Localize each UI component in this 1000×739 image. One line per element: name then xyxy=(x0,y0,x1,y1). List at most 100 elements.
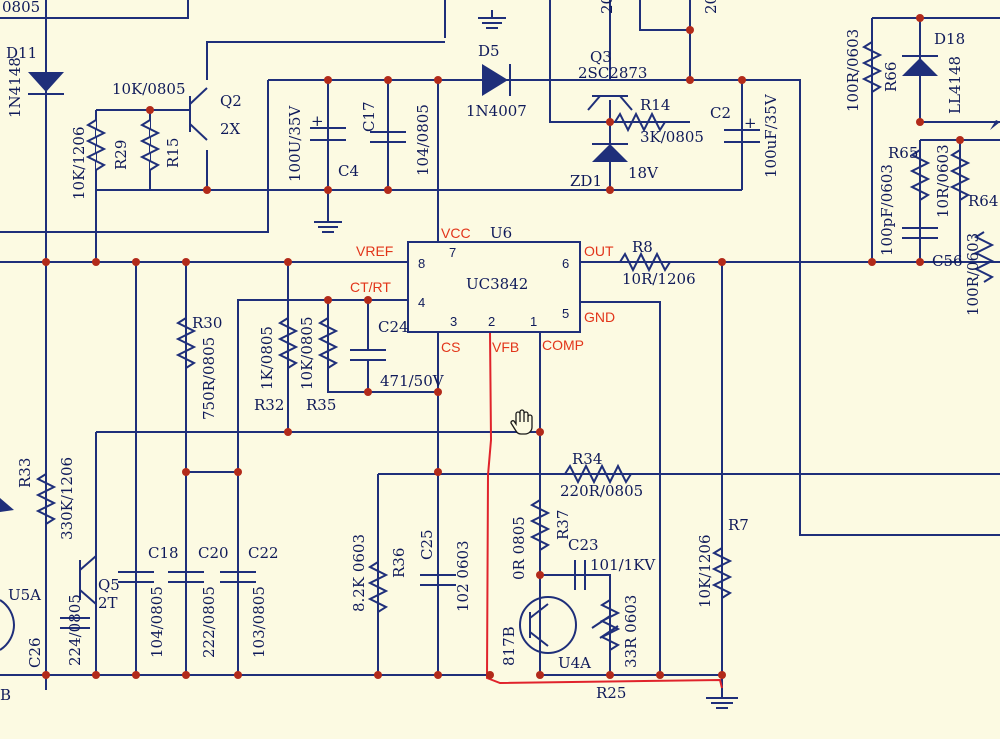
q5-ref: Q5 xyxy=(98,576,120,594)
r15-ref: R15 xyxy=(164,138,182,168)
c4-value: 100U/35V xyxy=(286,105,304,182)
r29-ref: R29 xyxy=(112,140,130,170)
d11-ref: D11 xyxy=(6,44,37,62)
pin-out-label: OUT xyxy=(584,243,614,259)
r32-value: 1K/0805 xyxy=(258,326,276,390)
pin-vref-label: VREF xyxy=(356,243,393,259)
junction-dots xyxy=(42,14,964,679)
c4-ref: C4 xyxy=(338,162,359,180)
r35-value: 10K/0805 xyxy=(298,316,316,390)
right-partial-symbol xyxy=(990,120,1000,130)
zd1-value: 18V xyxy=(628,164,659,182)
c22-ref: C22 xyxy=(248,544,279,562)
pin-comp-num: 1 xyxy=(530,314,537,329)
d11-value: 1N4148 xyxy=(6,57,24,118)
ground-icon xyxy=(314,10,738,709)
pin-vcc-num: 7 xyxy=(449,245,456,260)
r33-value: 330K/1206 xyxy=(58,457,76,540)
r37-ref: R37 xyxy=(554,510,572,540)
c17-ref: C17 xyxy=(360,101,378,132)
r64-ref: R64 xyxy=(968,192,998,210)
r66-value: 100R/0603 xyxy=(844,29,862,112)
r66-ref: R66 xyxy=(882,62,900,92)
r8-value: 10R/1206 xyxy=(622,270,696,288)
ic-u6 xyxy=(407,241,581,333)
u4a-ref: U4A xyxy=(558,654,591,672)
wires xyxy=(0,0,1000,690)
u5a-symbol xyxy=(0,599,16,651)
top-left-fragment: 0805 xyxy=(2,0,40,16)
u4a-light-arrows xyxy=(591,615,619,639)
ic-ref: U6 xyxy=(490,224,512,242)
r14-value: 3K/0805 xyxy=(640,128,704,146)
c2-ref: C2 xyxy=(710,104,731,122)
pin-vfb-num: 2 xyxy=(488,314,495,329)
q2-value: 2X xyxy=(220,120,241,138)
pin-gnd-num: 5 xyxy=(562,306,569,321)
r7-value: 10K/1206 xyxy=(696,534,714,608)
r65-ref: R65 xyxy=(888,144,918,162)
ic-part: UC3842 xyxy=(466,275,528,293)
c25-ref: C25 xyxy=(418,529,436,560)
r7-ref: R7 xyxy=(728,516,749,534)
pin-vcc-label: VCC xyxy=(441,225,471,241)
c26-value: 224/0805 xyxy=(66,594,84,666)
resistor-symbols xyxy=(35,41,995,651)
top-mid-fragment-1: 20 xyxy=(598,0,616,14)
pin-ctrt-label: CT/RT xyxy=(350,279,391,295)
c20-value: 222/0805 xyxy=(200,586,218,658)
c26-ref: C26 xyxy=(26,637,44,668)
u5a-ref: U5A xyxy=(8,586,41,604)
r30-ref: R30 xyxy=(192,314,222,332)
pin-cs-label: CS xyxy=(441,339,460,355)
vfb-highlight-trace xyxy=(485,331,723,689)
c24-value: 471/50V xyxy=(380,372,445,390)
r65-value: 10R/0603 xyxy=(934,144,952,218)
r36-ref: R36 xyxy=(390,548,408,578)
hand-cursor-icon xyxy=(510,409,533,435)
bottom-left-fragment: B xyxy=(0,686,11,704)
c17-value: 104/0805 xyxy=(414,104,432,176)
c25-value: 102 0603 xyxy=(454,540,472,612)
pin-cs-num: 3 xyxy=(450,314,457,329)
u4a-value: 817B xyxy=(500,626,518,666)
d18-ref: D18 xyxy=(934,30,965,48)
c4-plus: + xyxy=(311,112,324,130)
r37-value: 0R 0805 xyxy=(510,516,528,580)
q3-ref: Q3 xyxy=(590,48,612,66)
transistor-symbols xyxy=(79,87,633,654)
pin-vref-num: 8 xyxy=(418,256,425,271)
diode-symbols xyxy=(28,55,938,162)
r33-ref: R33 xyxy=(16,458,34,488)
c56-value: 100pF/0603 xyxy=(878,164,896,256)
r29-value: 10K/1206 xyxy=(70,126,88,200)
capacitor-symbols xyxy=(60,127,938,629)
q5-value: 2T xyxy=(98,594,118,612)
top-mid-fragment-2: 20 xyxy=(702,0,720,14)
pin-comp-label: COMP xyxy=(542,337,584,353)
pin-vfb-label: VFB xyxy=(492,339,519,355)
r64-value: 100R/0603 xyxy=(964,233,982,316)
c18-value: 104/0805 xyxy=(148,586,166,658)
left-partial-diode xyxy=(0,498,14,512)
q2-ref: Q2 xyxy=(220,92,242,110)
r25-value: 33R 0603 xyxy=(622,595,640,668)
r30-value: 750R/0805 xyxy=(200,337,218,420)
r25-ref: R25 xyxy=(596,684,626,702)
d5-ref: D5 xyxy=(478,42,500,60)
c2-plus: + xyxy=(744,114,757,132)
r34-value: 220R/0805 xyxy=(560,482,643,500)
zd1-ref: ZD1 xyxy=(570,172,602,190)
c23-value: 101/1KV xyxy=(590,556,656,574)
c2-value: 100uF/35V xyxy=(762,93,780,178)
pin-gnd-label: GND xyxy=(584,309,615,325)
c18-ref: C18 xyxy=(148,544,179,562)
pin-ctrt-num: 4 xyxy=(418,295,425,310)
r36-value: 8.2K 0603 xyxy=(350,534,368,612)
c56-ref: C56 xyxy=(932,252,963,270)
r14-ref: R14 xyxy=(640,96,670,114)
r35-ref: R35 xyxy=(306,396,336,414)
r32-ref: R32 xyxy=(254,396,284,414)
r8-ref: R8 xyxy=(632,238,653,256)
